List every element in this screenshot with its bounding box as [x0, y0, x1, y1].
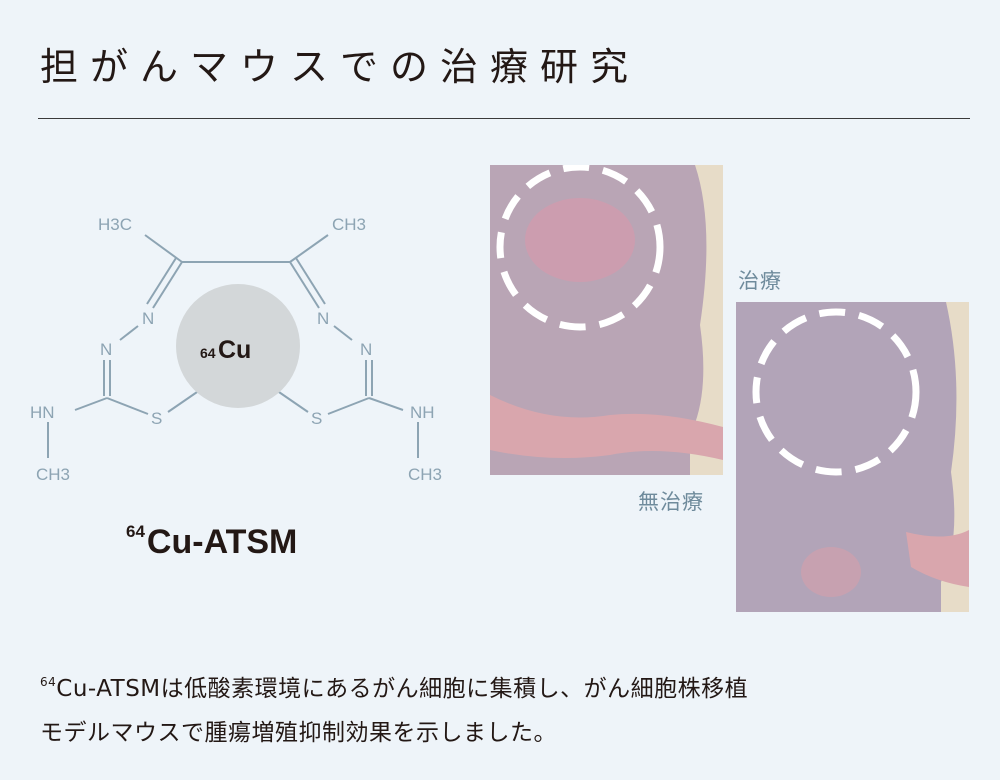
atom-ch3-bottom-right: CH3 [408, 465, 442, 484]
tumor-highlight-circle [496, 165, 664, 331]
atom-n: N [142, 309, 154, 328]
caption-line-2: モデルマウスで腫瘍増殖抑制効果を示しました。 [40, 720, 557, 746]
atom-n: N [360, 340, 372, 359]
atom-s: S [151, 409, 162, 428]
untreated-mouse-photo [490, 165, 723, 475]
page-title: 担がんマウスでの治療研究 [40, 45, 641, 89]
atom-h3c: H3C [98, 215, 132, 234]
description-text: 64Cu-ATSMは低酸素環境にあるがん細胞に集積し、がん細胞株移植 モデルマウ… [40, 660, 748, 755]
atom-ch3-right: CH3 [332, 215, 366, 234]
treated-label: 治療 [738, 269, 782, 293]
atom-n: N [317, 309, 329, 328]
tumor-highlight-circle [752, 308, 920, 476]
treated-mouse-photo [736, 302, 969, 612]
atom-ch3-bottom-left: CH3 [36, 465, 70, 484]
cu-atsm-structure: H3C CH3 N N N N HN NH S S CH3 CH3 64 Cu [20, 190, 470, 490]
atom-n: N [100, 340, 112, 359]
copper-symbol: Cu [218, 336, 251, 364]
caption-line-1: 64Cu-ATSMは低酸素環境にあるがん細胞に集積し、がん細胞株移植 [40, 675, 749, 702]
untreated-label: 無治療 [638, 490, 704, 514]
copper-circle [176, 284, 300, 408]
atom-nh: NH [410, 403, 435, 422]
copper-isotope: 64 [200, 345, 216, 361]
atom-s: S [311, 409, 322, 428]
atom-hn: HN [30, 403, 55, 422]
title-divider [38, 118, 970, 119]
compound-name: 64Cu-ATSM [126, 522, 298, 561]
